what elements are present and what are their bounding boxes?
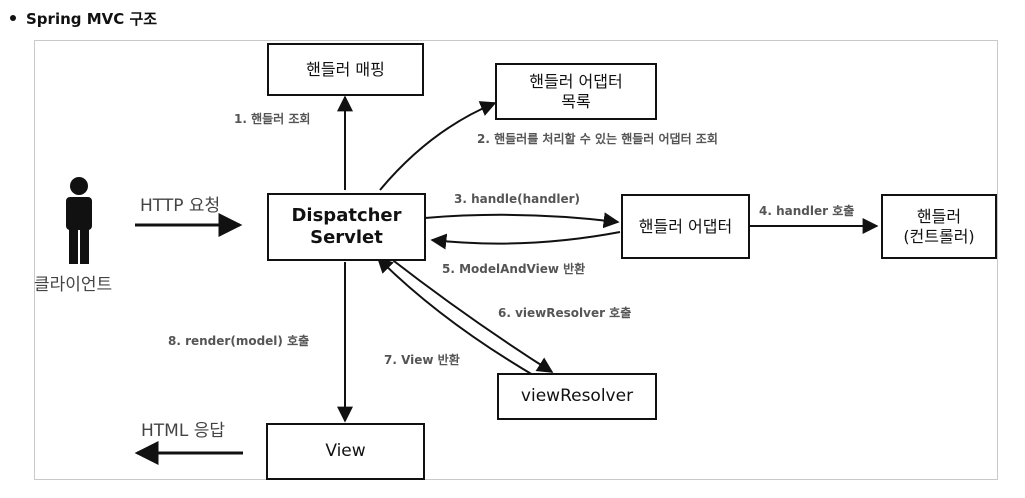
http-request-label: HTTP 요청 [140, 196, 221, 216]
bullet-icon [10, 15, 16, 21]
step3-label: 3. handle(handler) [454, 192, 581, 206]
html-response-label: HTML 응답 [141, 421, 225, 441]
section-heading: Spring MVC 구조 [10, 6, 157, 30]
handler-adapter-list-box: 핸들러 어댑터 목록 [495, 63, 657, 120]
step4-label: 4. handler 호출 [759, 204, 855, 218]
diagram-frame [34, 40, 998, 480]
handler-box: 핸들러 (컨트롤러) [881, 194, 997, 259]
handler-mapping-box: 핸들러 매핑 [267, 43, 424, 96]
arrow-step3 [424, 212, 620, 229]
view-resolver-box: viewResolver [497, 373, 657, 420]
step1-label: 1. 핸들러 조회 [234, 112, 311, 126]
heading-text: Spring MVC 구조 [26, 9, 158, 28]
step7-label: 7. View 반환 [384, 353, 460, 367]
client-label: 클라이언트 [34, 275, 113, 295]
arrow-step2 [379, 101, 497, 191]
step6-label: 6. viewResolver 호출 [498, 306, 632, 320]
handler-adapter-box: 핸들러 어댑터 [621, 194, 750, 259]
step5-label: 5. ModelAndView 반환 [442, 262, 586, 276]
arrow-step6 [389, 257, 554, 373]
client-person-icon [66, 177, 92, 264]
arrow-step7 [376, 256, 534, 376]
step8-label: 8. render(model) 호출 [168, 334, 310, 348]
arrow-step5 [430, 231, 621, 250]
dispatcher-servlet-box: Dispatcher Servlet [267, 193, 426, 261]
view-box: View [266, 423, 425, 480]
step2-label: 2. 핸들러를 처리할 수 있는 핸들러 어댑터 조회 [477, 132, 718, 146]
